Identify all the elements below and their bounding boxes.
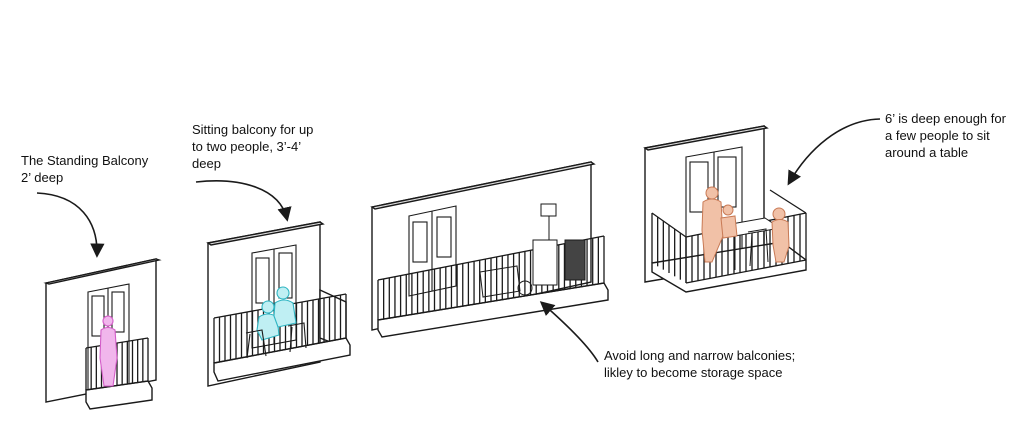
sitting-chairs [245, 322, 307, 359]
deep-people-figures [701, 186, 790, 263]
long-narrow-balcony [370, 161, 609, 338]
standing-balcony [43, 258, 162, 410]
caption-deep-balcony: 6’ is deep enough for a few people to si… [885, 110, 1006, 161]
caption-narrow-line2: likley to become storage space [604, 365, 783, 380]
caption-sitting-balcony: Sitting balcony for up to two people, 3’… [192, 121, 313, 172]
sitting-balcony [206, 221, 351, 387]
caption-deep-line2: a few people to sit [885, 128, 990, 143]
caption-sitting-line1: Sitting balcony for up [192, 122, 314, 137]
caption-sitting-line2: to two people, 3’-4’ [192, 139, 302, 154]
arrow-standing [36, 192, 105, 258]
caption-standing-line2: 2’ deep [21, 170, 64, 185]
storage-items [479, 203, 586, 298]
arrow-sitting [195, 180, 292, 222]
caption-standing-balcony: The Standing Balcony 2’ deep [21, 152, 148, 186]
annotation-arrows [36, 118, 881, 363]
caption-sitting-line3: deep [192, 156, 221, 171]
arrow-deep [787, 118, 881, 186]
deep-balcony [643, 125, 807, 293]
long-door [408, 205, 457, 297]
caption-narrow-line1: Avoid long and narrow balconies; [604, 348, 796, 363]
caption-standing-line1: The Standing Balcony [21, 153, 149, 168]
caption-deep-line1: 6’ is deep enough for [885, 111, 1006, 126]
caption-deep-line3: around a table [885, 145, 969, 160]
arrow-narrow [539, 301, 599, 363]
caption-narrow-balcony: Avoid long and narrow balconies; likley … [604, 347, 795, 381]
standing-person-figure [99, 315, 118, 387]
